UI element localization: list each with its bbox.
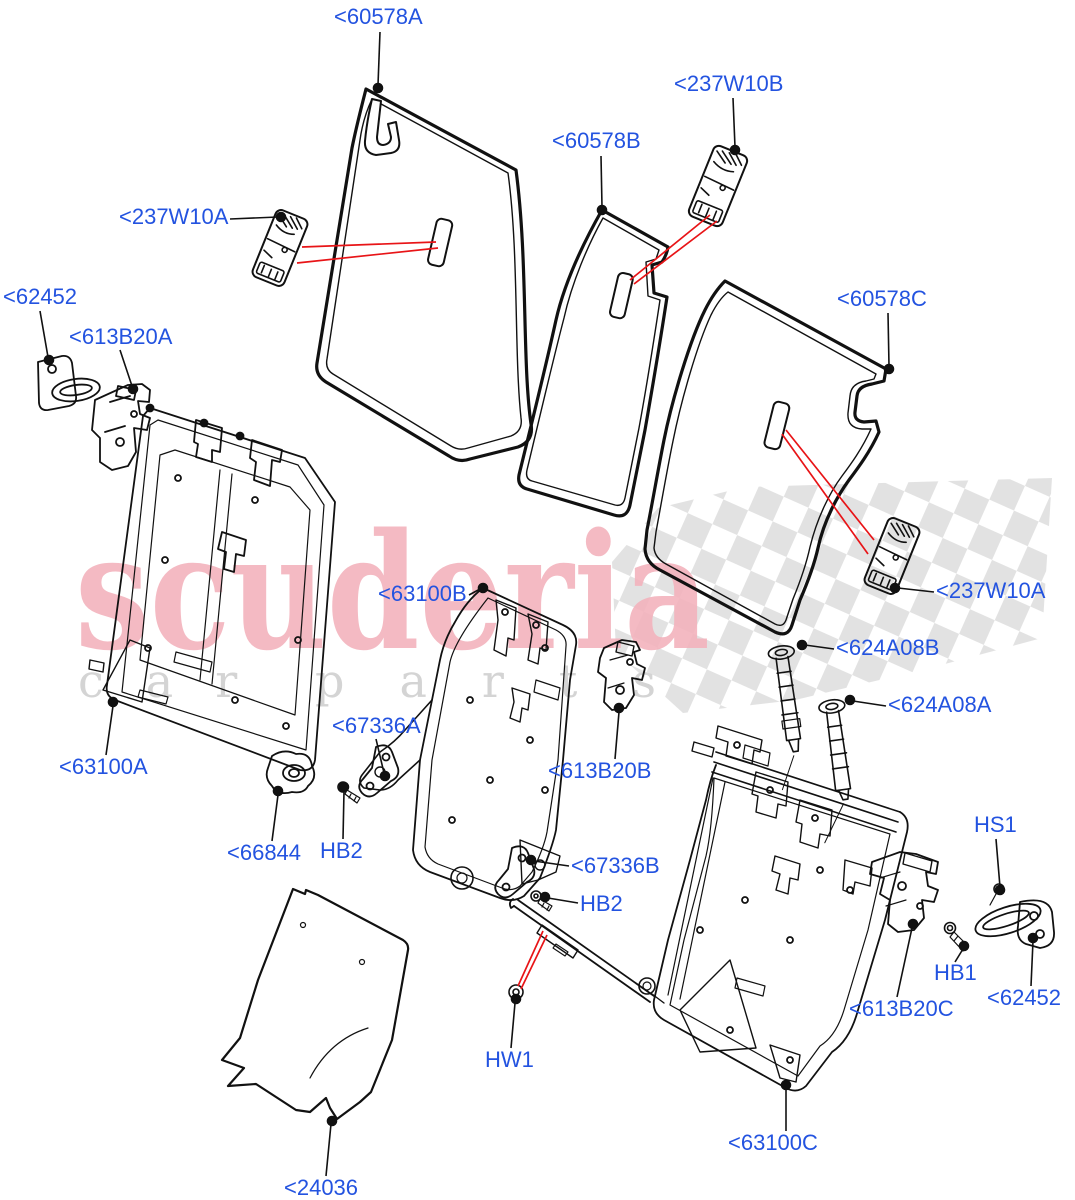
part-label-66844: <66844	[227, 840, 302, 865]
part-label-63100A: <63100A	[59, 754, 148, 779]
watermark-brand-text: scuderia	[75, 498, 710, 686]
part-label-62452-left: <62452	[3, 284, 78, 309]
part-label-62452-right: <62452	[987, 985, 1062, 1010]
part-label-60578C: <60578C	[837, 286, 927, 311]
part-label-237W10A-right: <237W10A	[936, 578, 1046, 603]
frame-63100C-art	[652, 725, 909, 1092]
watermark-sub-word2: parts	[315, 654, 711, 708]
part-label-24036: <24036	[284, 1175, 359, 1200]
part-label-613B20B: <613B20B	[548, 758, 652, 783]
panel-60578C-art	[643, 279, 888, 636]
panel-60578A-art	[315, 87, 534, 463]
part-67336B-art	[494, 845, 536, 899]
part-label-613B20C: <613B20C	[849, 996, 954, 1021]
part-624A08B-art	[767, 644, 802, 791]
part-label-237W10B: <237W10B	[674, 71, 784, 96]
frame-63100A-art	[88, 403, 336, 772]
part-label-HB2-right: HB2	[580, 891, 623, 916]
part-label-HB1: HB1	[934, 960, 977, 985]
part-label-624A08A: <624A08A	[888, 692, 992, 717]
part-label-HB2-left: HB2	[320, 838, 363, 863]
part-237W10A-top-art	[251, 209, 309, 287]
part-label-613B20A: <613B20A	[69, 324, 173, 349]
part-62452-right-art	[974, 899, 1055, 949]
part-label-HS1: HS1	[974, 812, 1017, 837]
part-label-237W10A-top: <237W10A	[119, 204, 229, 229]
panel-60578B-art	[517, 208, 670, 518]
part-label-63100C: <63100C	[728, 1130, 818, 1155]
part-62452-left-art	[37, 354, 101, 412]
part-624A08A-art	[818, 698, 852, 844]
part-66844-art	[265, 750, 316, 795]
part-24036-art	[220, 887, 410, 1121]
part-label-63100B: <63100B	[378, 581, 467, 606]
part-label-67336A: <67336A	[332, 713, 421, 738]
part-label-60578A: <60578A	[334, 4, 423, 29]
part-torsion-rod-art	[508, 898, 665, 1004]
part-label-HW1: HW1	[485, 1047, 534, 1072]
part-237W10B-art	[687, 144, 749, 228]
leader-lines	[39, 31, 1039, 1177]
part-613B20B-art	[597, 639, 646, 711]
part-label-67336B: <67336B	[571, 853, 660, 878]
part-613B20C-art	[869, 851, 939, 933]
part-label-624A08B: <624A08B	[836, 635, 940, 660]
red-reference-lines	[296, 214, 875, 990]
part-label-60578B: <60578B	[552, 128, 641, 153]
part-67336A-art	[358, 744, 400, 798]
part-613B20A-art	[91, 383, 151, 471]
